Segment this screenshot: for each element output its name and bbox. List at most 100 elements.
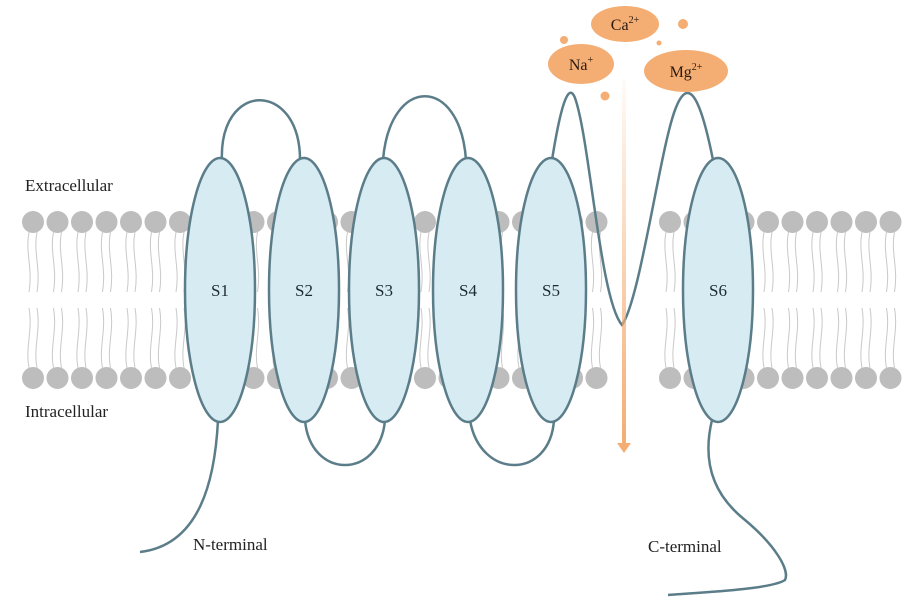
lipid-tail (149, 231, 154, 369)
segment-helix (681, 156, 755, 424)
svg-text:Ca2+: Ca2+ (611, 15, 640, 34)
lipid-head (806, 367, 828, 389)
lipid-head (144, 211, 167, 233)
lipid-tail (427, 231, 431, 369)
segment-label: S5 (542, 281, 560, 300)
lipid-head (855, 367, 877, 389)
lipid-head (830, 367, 853, 389)
segment-s4: S4 (431, 156, 505, 424)
extracellular-label: Extracellular (25, 176, 113, 195)
magnesium-ion: Mg2+ (644, 50, 728, 92)
segment-label: S6 (709, 281, 727, 300)
lipid-tail (819, 231, 823, 369)
segment-helix (267, 156, 341, 424)
ions: Ca2+ Na+ Mg2+ (548, 6, 728, 101)
lipid-head (22, 211, 44, 233)
lipid-tail (51, 231, 56, 369)
lipid-head (879, 211, 902, 233)
ion-flow-arrow (617, 80, 631, 453)
lipid-head (169, 367, 191, 389)
lipid-head (830, 211, 853, 233)
lipid-tail (125, 231, 129, 369)
lipid-tail (868, 231, 872, 369)
lipid-head (855, 211, 877, 233)
magnesium-symbol: Mg (670, 64, 692, 81)
n-terminal-tail (139, 419, 220, 554)
ion-dot (560, 36, 568, 44)
lipid-tail (108, 231, 113, 369)
lipid-tail (672, 231, 676, 369)
lipid-head (169, 211, 191, 233)
ion-dot (678, 19, 688, 29)
lipid-tail (794, 231, 799, 369)
lipid-tail (157, 231, 162, 369)
ion-dot (600, 91, 610, 101)
segment-helix (514, 156, 588, 424)
segment-s5: S5 (514, 156, 588, 424)
lipid-head (71, 367, 93, 389)
segment-s6: S6 (681, 156, 755, 424)
lipid-head (414, 367, 436, 389)
lipid-tail (811, 231, 815, 369)
lipid-head (781, 211, 804, 233)
lipid-tail (59, 231, 64, 369)
lipid-head (144, 367, 167, 389)
loop-s3-s4-extracellular (381, 95, 468, 161)
lipid-head (71, 211, 93, 233)
ion-dot (656, 40, 662, 46)
svg-text:Mg2+: Mg2+ (670, 62, 703, 81)
loop-s1-s2-extracellular (220, 99, 302, 163)
lipid-tail (892, 231, 897, 369)
lipid-tail (843, 231, 848, 369)
lipid-head (22, 367, 44, 389)
segment-label: S3 (375, 281, 393, 300)
lipid-head (659, 367, 681, 389)
c-terminal-label: C-terminal (648, 537, 722, 556)
loop-s4-s5-intracellular (468, 419, 556, 467)
lipid-head (95, 367, 118, 389)
segment-s2: S2 (267, 156, 341, 424)
lipid-head (414, 211, 436, 233)
lipid-head (120, 211, 142, 233)
sodium-ion: Na+ (548, 44, 614, 84)
lipid-tail (786, 231, 791, 369)
lipid-head (879, 367, 902, 389)
lipid-tail (35, 231, 39, 369)
lipid-tail (762, 231, 766, 369)
lipid-tail (590, 231, 595, 369)
lipid-tail (84, 231, 88, 369)
segment-s3: S3 (347, 156, 421, 424)
lipid-head (757, 211, 779, 233)
calcium-charge: 2+ (629, 15, 640, 26)
lipid-head (757, 367, 779, 389)
lipid-tail (884, 231, 889, 369)
lipid-head (46, 367, 69, 389)
calcium-symbol: Ca (611, 17, 629, 34)
lipid-head (781, 367, 804, 389)
lipid-tail (100, 231, 105, 369)
lipid-tail (664, 231, 668, 369)
lipid-head (806, 211, 828, 233)
svg-text:Na+: Na+ (569, 55, 594, 74)
lipid-head (659, 211, 681, 233)
lipid-tail (770, 231, 774, 369)
sodium-symbol: Na (569, 57, 588, 74)
lipid-head (120, 367, 142, 389)
segment-label: S2 (295, 281, 313, 300)
protein-chain (139, 91, 788, 597)
loop-s2-s3-intracellular (303, 419, 387, 467)
lipid-tail (76, 231, 80, 369)
calcium-ion: Ca2+ (591, 6, 659, 42)
segment-helix (347, 156, 421, 424)
magnesium-charge: 2+ (692, 62, 703, 73)
lipid-tail (174, 231, 178, 369)
c-terminal-tail (667, 419, 788, 597)
lipid-head (585, 367, 608, 389)
n-terminal-label: N-terminal (193, 535, 268, 554)
lipid-tail (133, 231, 137, 369)
lipid-tail (835, 231, 840, 369)
lipid-tail (255, 231, 260, 369)
sodium-charge: + (588, 55, 594, 66)
